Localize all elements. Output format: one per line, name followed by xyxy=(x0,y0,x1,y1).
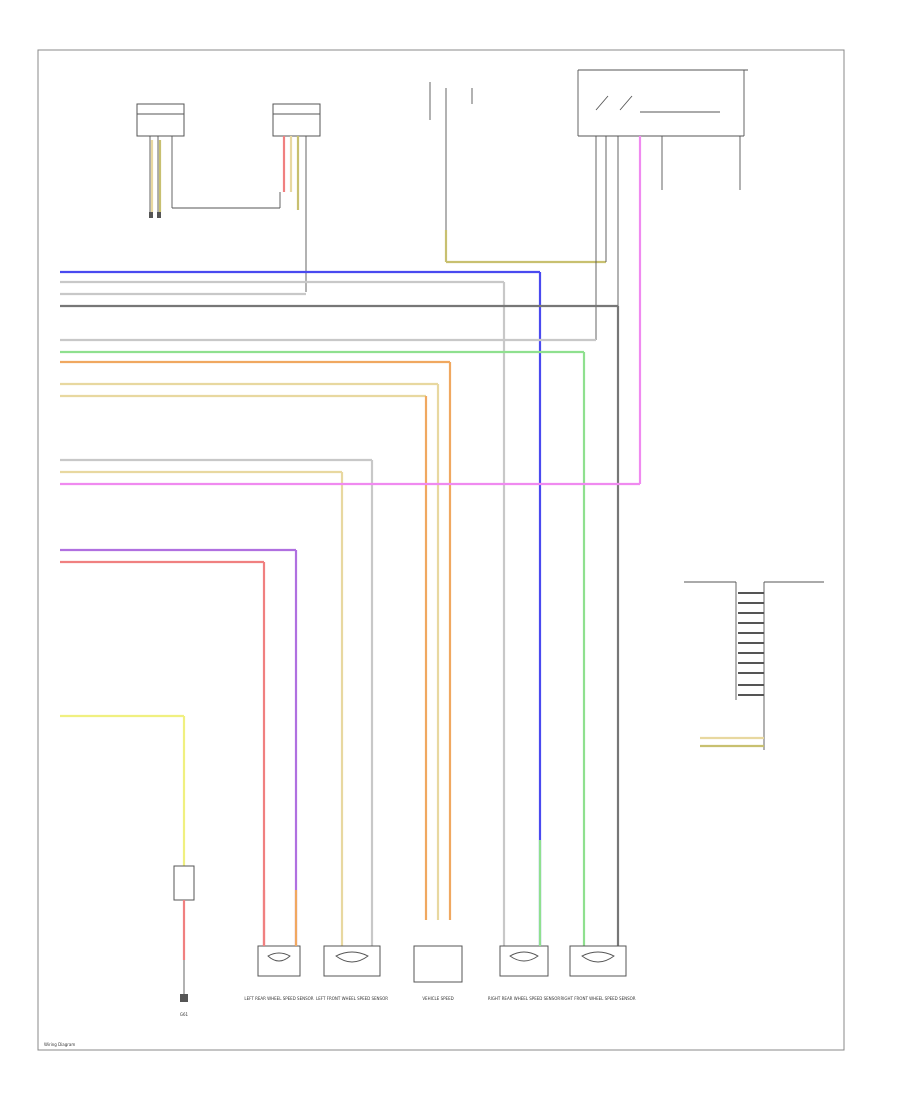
right-rear-wheel-sensor-label: RIGHT REAR WHEEL SPEED SENSOR xyxy=(488,996,560,1001)
harness-bus xyxy=(60,270,640,946)
top-right-relay-unit xyxy=(577,69,748,484)
top-left-sensor-unit xyxy=(136,103,280,218)
ground-label: G61 xyxy=(180,1012,189,1017)
center-component-label: VEHICLE SPEED xyxy=(422,996,453,1001)
left-rear-wheel-sensor xyxy=(257,890,301,977)
right-connector-block xyxy=(684,581,824,750)
right-rear-wheel-sensor xyxy=(499,840,549,977)
diagram-id-label: Wiring Diagram xyxy=(44,1042,75,1047)
center-component xyxy=(413,945,463,983)
right-front-wheel-sensor xyxy=(569,945,627,977)
top-center-fuse-unit xyxy=(429,82,606,264)
left-front-wheel-sensor-label: LEFT FRONT WHEEL SPEED SENSOR xyxy=(316,996,388,1001)
ground-component xyxy=(173,865,195,1002)
left-front-wheel-sensor xyxy=(323,945,381,977)
right-front-wheel-sensor-label: RIGHT FRONT WHEEL SPEED SENSOR xyxy=(560,996,635,1001)
left-rear-wheel-sensor-label: LEFT REAR WHEEL SPEED SENSOR xyxy=(244,996,313,1001)
top-center-left-unit xyxy=(272,103,321,292)
diagram-frame xyxy=(37,49,845,1051)
